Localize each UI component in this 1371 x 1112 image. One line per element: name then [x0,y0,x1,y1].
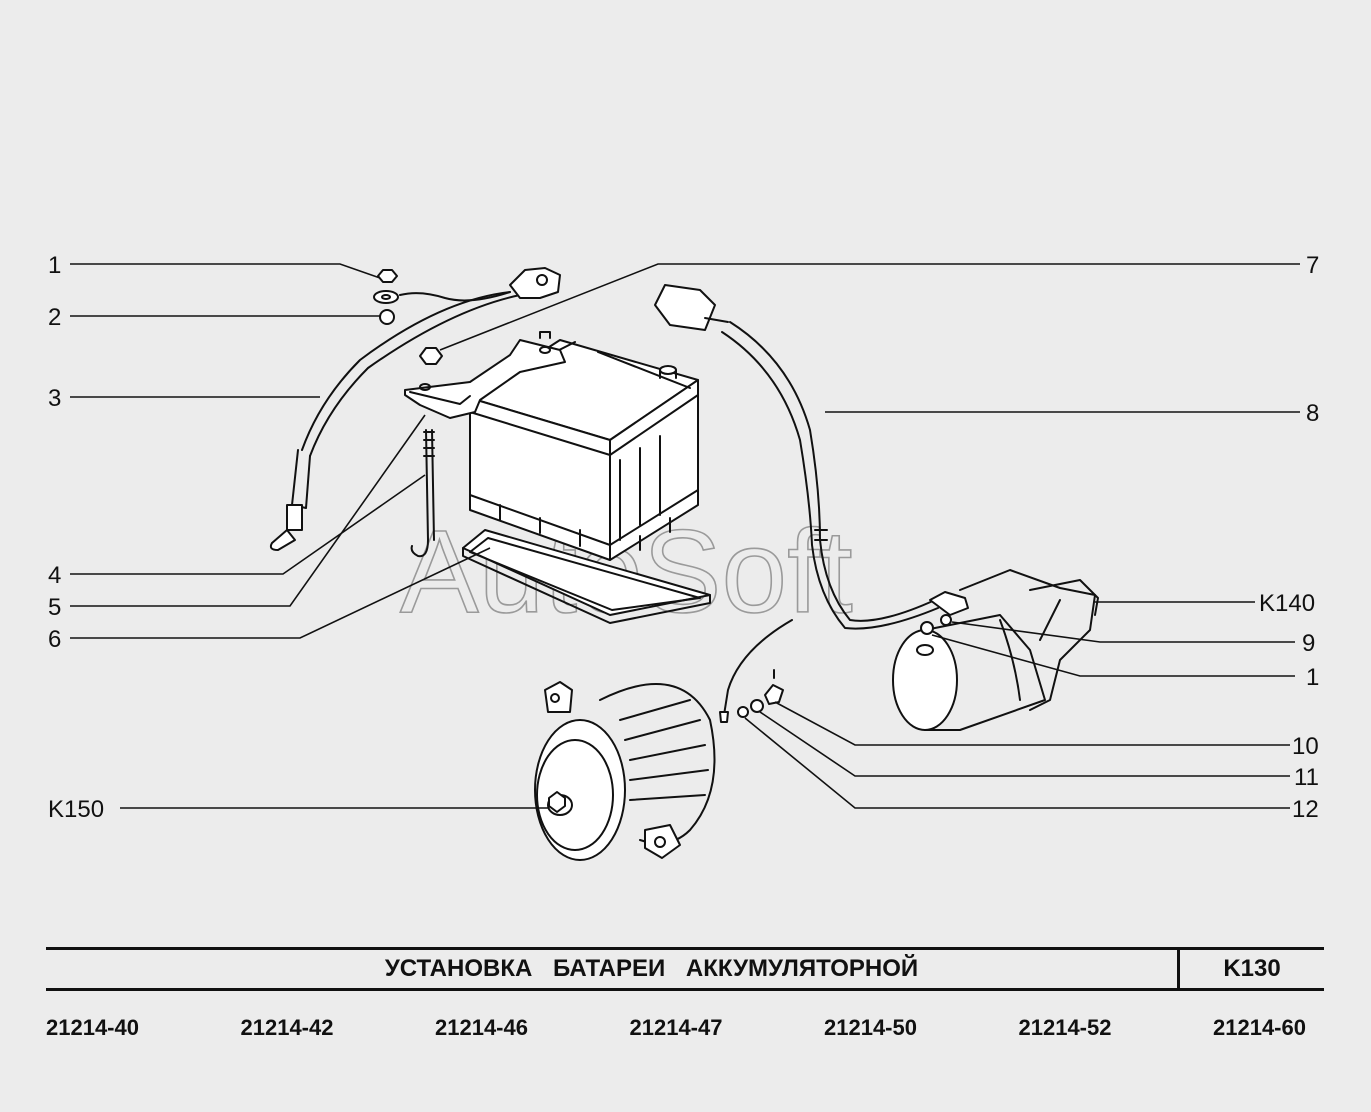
model-code: 21214-40 [46,1015,139,1040]
callout-k150: K150 [48,796,104,823]
alternator-illustration [534,681,716,861]
callout-11: 11 [1294,764,1319,791]
battery-illustration [469,331,699,561]
callout-3: 3 [48,385,61,412]
washer-icon [379,309,395,325]
model-code: 21214-50 [824,1015,917,1040]
callout-9: 9 [1302,630,1315,657]
model-code: 21214-42 [240,1015,334,1040]
page-title: УСТАНОВКА БАТАРЕИ АККУМУЛЯТОРНОЙ [46,950,1180,988]
callout-5: 5 [48,594,61,621]
hook-bolt-illustration [410,429,435,558]
callout-2: 2 [48,304,61,331]
nut-icon [377,269,398,283]
leader-lines [70,263,1300,809]
callout-1: 1 [48,252,61,279]
callout-12: 12 [1292,796,1319,823]
model-list: 21214-40 21214-42 21214-46 21214-47 2121… [46,1015,1306,1045]
model-code: 21214-52 [1018,1015,1112,1040]
page-code: K130 [1223,955,1281,982]
callout-4: 4 [48,562,61,589]
model-code: 21214-60 [1213,1015,1306,1040]
title-block: УСТАНОВКА БАТАРЕИ АККУМУЛЯТОРНОЙ K130 [46,947,1324,991]
model-code: 21214-47 [629,1015,723,1040]
positive-cable-illustration [654,284,969,723]
callout-10: 10 [1292,733,1319,760]
starter-illustration [892,569,1099,731]
callout-6: 6 [48,626,61,653]
clamp-bar-illustration [404,339,566,419]
callout-k140: K140 [1259,590,1315,617]
negative-cable-illustration [269,267,561,551]
battery-installation-diagram: AutoSoft [48,252,1319,861]
callout-7: 7 [1306,252,1319,279]
model-code: 21214-46 [435,1015,528,1040]
callout-8: 8 [1306,400,1319,427]
battery-tray-illustration [462,529,711,624]
callout-1b: 1 [1306,664,1319,691]
